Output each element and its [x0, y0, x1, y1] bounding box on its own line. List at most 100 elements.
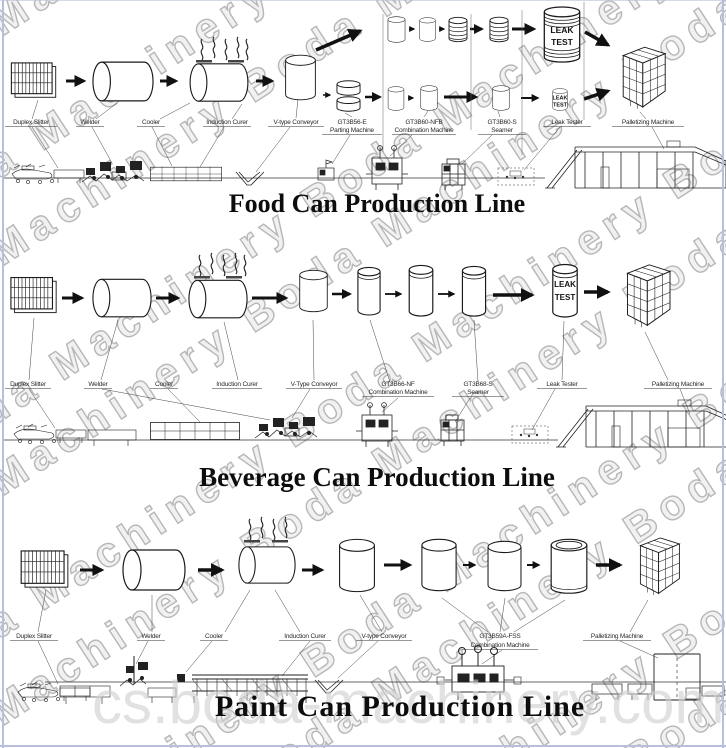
label-combination-name: Combination Machine — [394, 127, 454, 134]
open-top-can-icon — [550, 538, 588, 594]
tall-can-icon — [387, 16, 406, 43]
page-edge-left — [2, 0, 4, 748]
leak-test-text: LEAK — [550, 25, 574, 35]
label-seamer-model: GT3B68-S — [463, 381, 493, 388]
watermark-url-text: cs.boda-machinery.com — [92, 669, 725, 736]
label-v-conveyor: V-type Conveyor — [361, 633, 407, 640]
page-edge-bottom — [0, 745, 726, 747]
paint-line-title: Paint Can Production Line — [214, 690, 586, 723]
discharge-tables-art — [591, 683, 653, 700]
seamed-can-icon — [492, 85, 510, 111]
welded-body-icon — [92, 61, 154, 102]
palletizer-cabinet-art — [653, 653, 725, 701]
paint-line-diagram: Duplex Slitter Welder Cooler Induction C… — [10, 516, 726, 704]
short-can-icon — [420, 85, 438, 111]
beaded-can-icon — [448, 16, 468, 43]
cured-body-icon — [189, 63, 249, 102]
label-palletizing: Palletizing Machine — [652, 381, 705, 388]
v-conveyor-art — [235, 171, 265, 186]
label-v-conveyor: V-type Conveyor — [273, 119, 319, 126]
label-parting-model: GT3B56-E — [337, 119, 367, 126]
flow-arrow-icon — [584, 30, 611, 47]
label-combination-name: Combination Machine — [470, 642, 530, 649]
label-induction-curer: Induction Curer — [206, 119, 248, 126]
label-duplex-slitter: Duplex Slitter — [16, 633, 53, 640]
label-underlines — [5, 126, 684, 135]
beverage-can-icon — [357, 266, 381, 316]
label-seamer-model: GT3B60-S — [487, 119, 517, 126]
label-combination-model: GT3B59A-FSS — [479, 633, 521, 640]
paint-icons — [20, 516, 680, 596]
food-line-title: Food Can Production Line — [228, 189, 526, 218]
can-body-icon — [299, 269, 328, 313]
label-combination-model: GT3B66-NF — [381, 381, 414, 388]
label-combination-name: Combination Machine — [368, 389, 428, 396]
can-body-icon — [285, 54, 316, 101]
leak-test-text: TEST — [553, 103, 568, 109]
short-can-icon — [387, 86, 405, 111]
label-leak-tester: Leak Tester — [546, 381, 578, 388]
parting-machine-art — [317, 159, 335, 181]
label-induction-curer: Induction Curer — [284, 633, 326, 640]
label-underlines — [10, 640, 651, 650]
welder-machine-art — [119, 656, 177, 703]
paint-machinery-row — [17, 645, 726, 704]
label-cooler: Cooler — [142, 119, 161, 126]
label-duplex-slitter: Duplex Slitter — [13, 119, 50, 126]
seamer-machine-art — [440, 414, 465, 447]
leak-test-can-icon — [552, 263, 578, 318]
label-leak-tester: Leak Tester — [551, 119, 583, 126]
sheet-stack-icon — [10, 62, 57, 98]
welder-machine-art — [254, 416, 318, 439]
food-labels: Duplex Slitter Welder Cooler Induction C… — [5, 98, 684, 173]
parted-can-icon — [336, 96, 361, 112]
leak-test-text: LEAK — [553, 96, 568, 102]
palletizer-building-art — [555, 399, 726, 448]
beverage-can-icon — [461, 265, 487, 317]
label-cooler: Cooler — [205, 633, 224, 640]
heat-waves-icon — [244, 516, 288, 543]
cooler-conveyor-art — [150, 166, 222, 182]
tall-can-icon — [419, 17, 436, 42]
welder-machine-art — [81, 160, 145, 183]
feed-table-art — [87, 429, 137, 446]
label-seamer-name: Seamer — [491, 127, 514, 134]
paint-can-icon — [487, 540, 522, 592]
palletizer-building-art — [544, 140, 726, 189]
beaded-can-icon — [489, 16, 509, 43]
label-v-conveyor: V-Type Conveyor — [291, 381, 339, 388]
sheet-stack-icon — [10, 276, 57, 314]
leak-tester-art — [497, 167, 535, 186]
label-underlines — [5, 388, 712, 397]
feed-table-art — [59, 685, 111, 704]
slitter-machine-art — [11, 163, 85, 184]
beverage-can-icon — [408, 264, 434, 317]
welded-body-icon — [122, 549, 186, 591]
beverage-labels: Duplex Slitter Welder Cooler Induction C… — [5, 317, 712, 431]
label-seamer-name: Seamer — [467, 389, 490, 396]
leader-lines — [31, 98, 665, 173]
label-parting-name: Parting Machine — [330, 127, 375, 134]
food-line-diagram: LEAK TEST LEAK TEST Duplex Slitter Welde… — [2, 2, 726, 191]
heat-waves-icon — [196, 36, 249, 63]
pallet-stack-icon — [639, 537, 680, 596]
paint-can-icon — [421, 538, 457, 592]
sheet-stack-icon — [20, 550, 69, 588]
drive-unit-art — [177, 674, 185, 682]
label-welder: Welder — [141, 633, 161, 640]
label-cooler: Cooler — [155, 381, 174, 388]
leader-lines — [37, 589, 659, 685]
cooler-conveyor-art — [150, 422, 240, 440]
parted-can-icon — [336, 80, 361, 96]
food-icons: LEAK TEST LEAK TEST — [10, 2, 666, 155]
label-palletizing: Palletizing Machine — [622, 119, 675, 126]
heat-waves-icon — [194, 252, 247, 279]
cured-body-icon — [238, 546, 296, 584]
leak-test-text: TEST — [551, 37, 574, 47]
label-combination-model: GT3B60-NFB — [405, 119, 442, 126]
beverage-line-title: Beverage Can Production Line — [199, 462, 555, 492]
page-edge-top — [0, 0, 726, 1]
label-palletizing: Palletizing Machine — [591, 633, 644, 640]
label-welder: Welder — [88, 381, 108, 388]
